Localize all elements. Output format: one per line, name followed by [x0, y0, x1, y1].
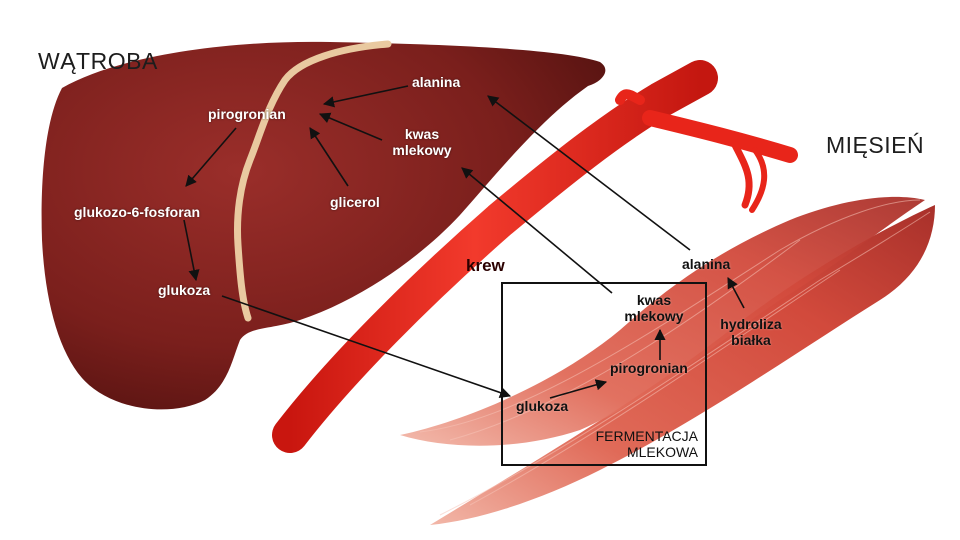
liver-g6p-label: glukozo-6-fosforan: [74, 204, 200, 220]
muscle-title: MIĘSIEŃ: [826, 132, 925, 158]
arrow-lactate-to-pyruvate: [318, 112, 383, 141]
blood-label: krew: [466, 256, 505, 275]
liver-title: WĄTROBA: [38, 48, 158, 74]
liver-lactic-acid-label: kwas mlekowy: [386, 126, 458, 158]
liver-glycerol-label: glicerol: [330, 194, 380, 210]
liver-shape: [41, 41, 606, 410]
protein-hydrolysis-label: hydroliza białka: [708, 316, 794, 348]
arrows: [183, 85, 745, 399]
muscle-lower: [430, 205, 935, 525]
liver-ligament: [234, 40, 392, 322]
muscle-pyruvate-label: pirogronian: [610, 360, 688, 376]
arrow-glycerol-to-pyruvate: [309, 127, 349, 187]
muscle-alanine-label: alanina: [682, 256, 731, 272]
artery-main: [272, 60, 718, 453]
protein-hydrolysis-line1: hydroliza: [720, 316, 782, 332]
arrow-pyruvate-to-g6p: [185, 127, 237, 187]
arrow-muscle-glucose-to-pyruvate: [549, 379, 608, 399]
arrow-muscle-lactate-to-liver: [461, 167, 613, 294]
liver-pyruvate-label: pirogronian: [208, 106, 286, 122]
muscle-lactic-acid-line2: mlekowy: [624, 308, 684, 324]
liver-alanine-label: alanina: [412, 74, 461, 90]
protein-hydrolysis-line2: białka: [731, 332, 771, 348]
arrow-hydrolysis-to-alanine: [727, 277, 745, 309]
arrow-g6p-to-glucose: [183, 219, 200, 282]
liver-glucose-label: glukoza: [158, 282, 211, 298]
fermentation-box: [501, 282, 707, 466]
arrow-muscle-alanine-to-liver: [487, 95, 691, 251]
artery-stub: [615, 89, 645, 105]
artery-twig-2: [749, 147, 768, 213]
liver-lactic-acid-line1: kwas: [404, 126, 440, 142]
muscle-lactic-acid-line1: kwas: [636, 292, 672, 308]
muscle-upper: [400, 196, 925, 446]
artery-branch: [642, 110, 798, 163]
arrow-liver-glucose-to-muscle: [221, 295, 512, 398]
fermentation-line2: MLEKOWA: [626, 444, 698, 460]
muscle-lactic-acid-label: kwas mlekowy: [616, 292, 692, 324]
arrow-alanine-to-pyruvate: [322, 85, 409, 108]
liver-lactic-acid-line2: mlekowy: [392, 142, 452, 158]
artery-twig-1: [731, 141, 753, 209]
muscle-glucose-label: glukoza: [516, 398, 569, 414]
fermentation-line1: FERMENTACJA: [595, 428, 698, 444]
fermentation-label: FERMENTACJA MLEKOWA: [562, 428, 698, 460]
